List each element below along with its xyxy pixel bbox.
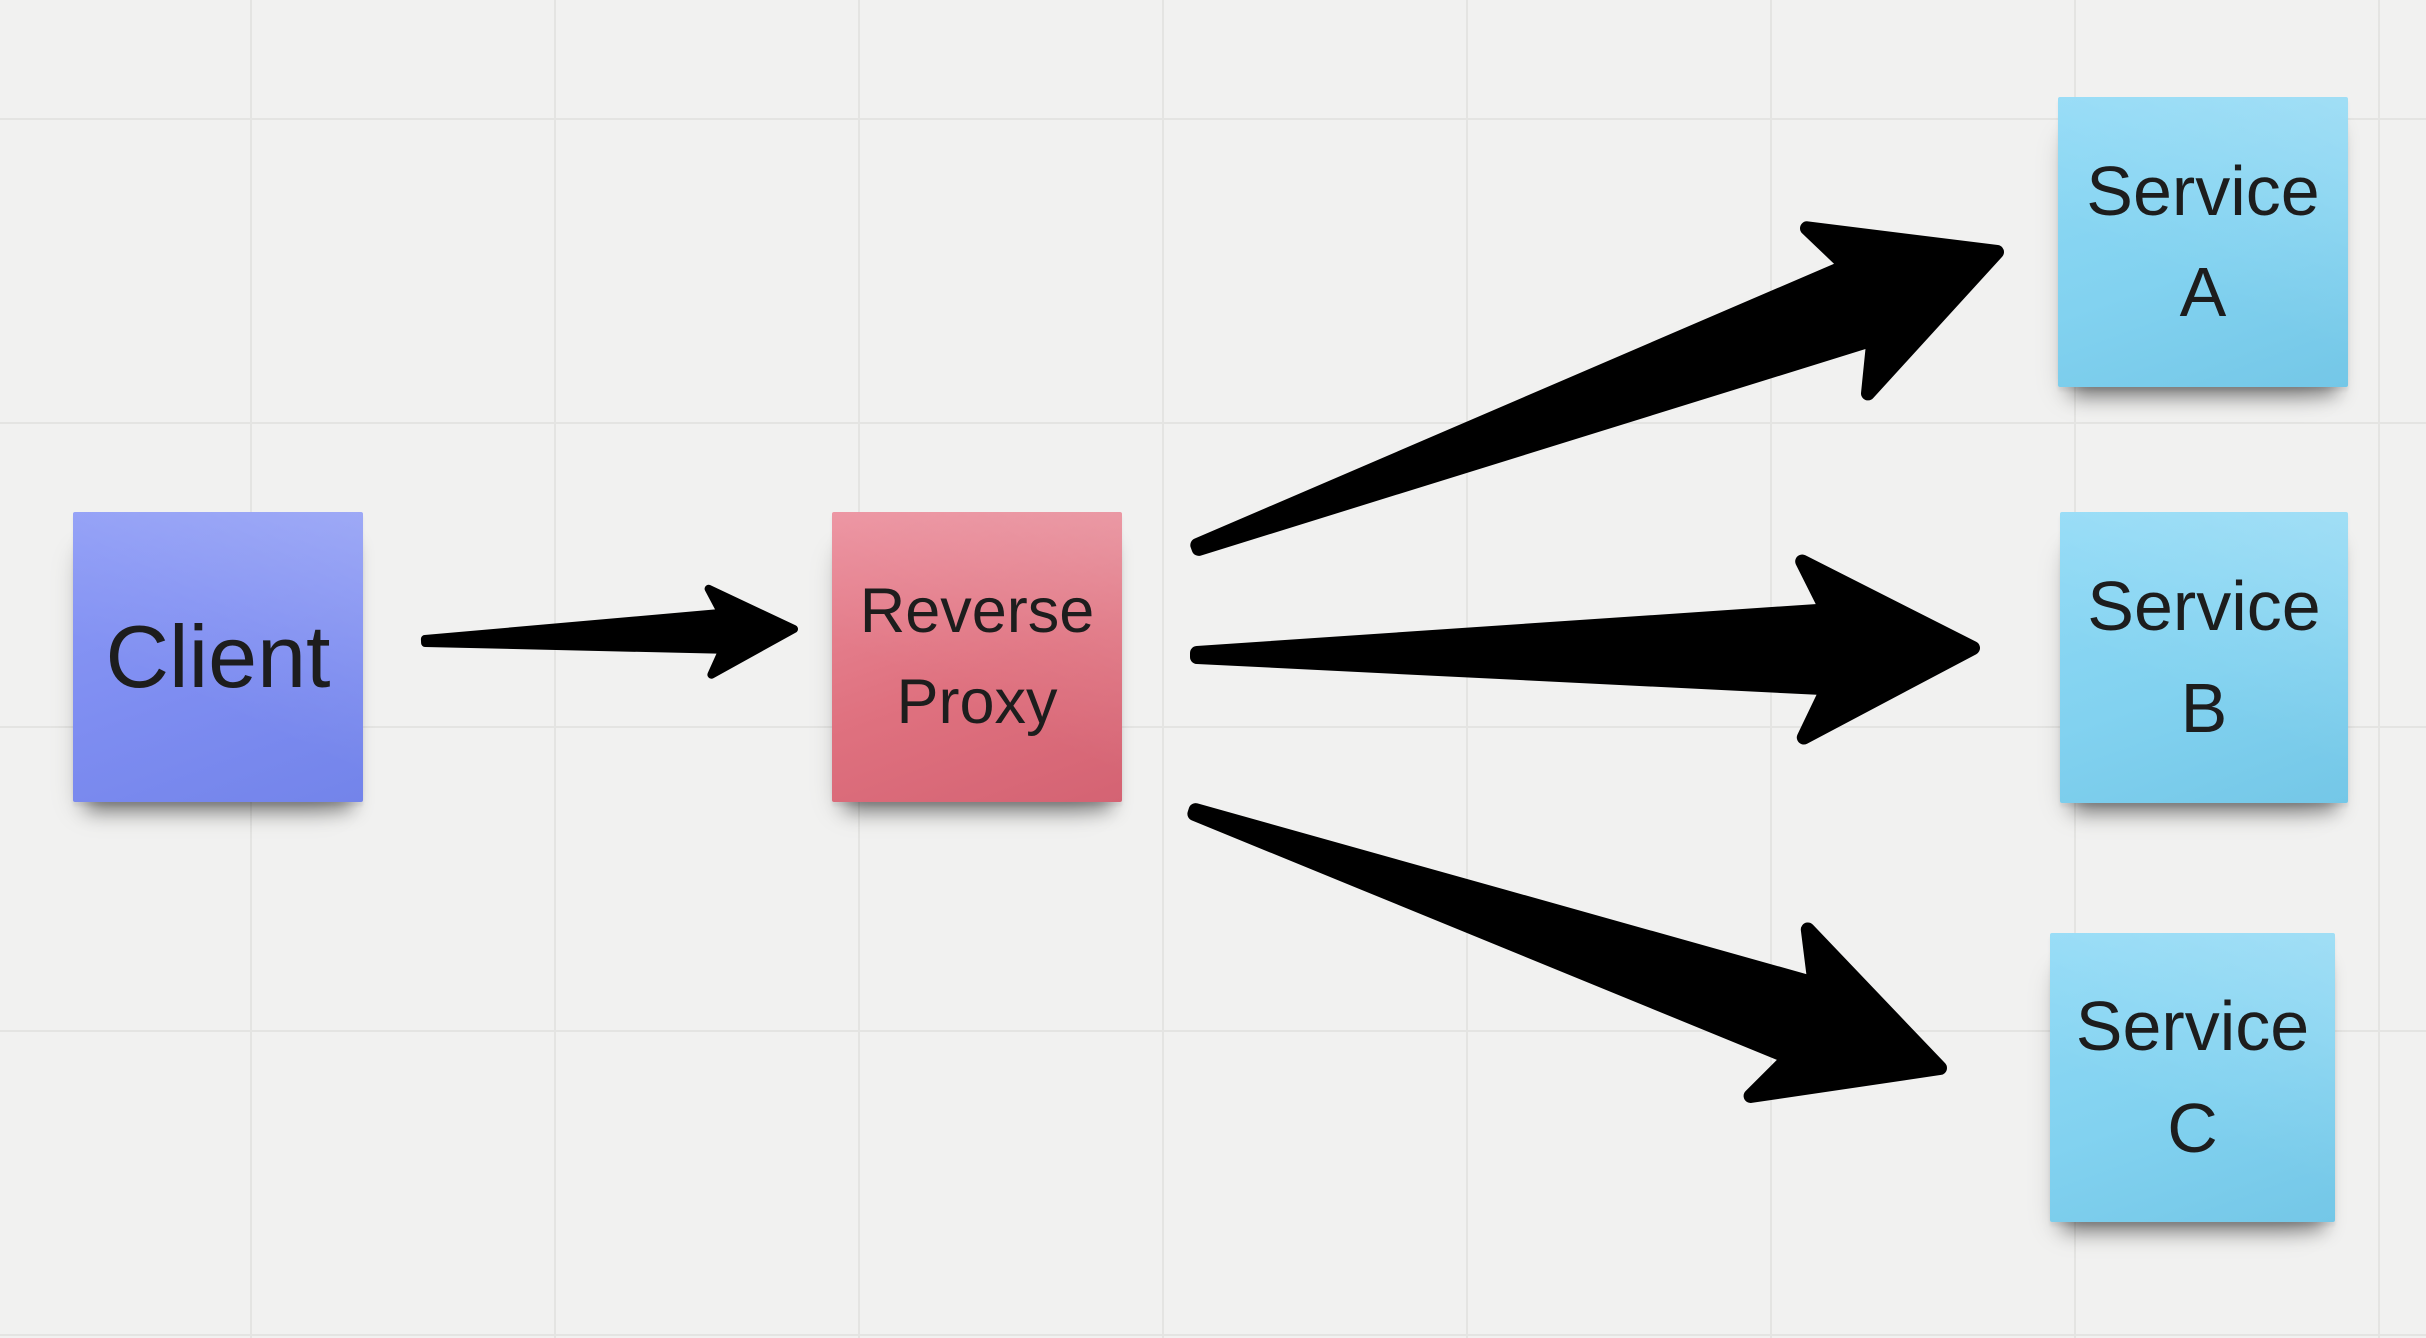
- sticky-note-client[interactable]: Client: [73, 512, 363, 802]
- note-label: Reverse Proxy: [832, 512, 1122, 802]
- sticky-note-service-b[interactable]: Service B: [2060, 512, 2348, 803]
- note-label-line: Service: [2087, 567, 2321, 645]
- arrow-segment: [1795, 554, 1980, 745]
- note-label-line: Service: [2075, 987, 2310, 1065]
- sticky-note-reverse-proxy[interactable]: Reverse Proxy: [832, 512, 1122, 802]
- note-label-line: Client: [105, 607, 331, 707]
- arrow-segment: [1187, 803, 1822, 1065]
- arrow-segment: [1743, 922, 1947, 1103]
- sticky-note-service-a[interactable]: Service A: [2058, 97, 2348, 387]
- sticky-note-service-c[interactable]: Service C: [2050, 933, 2335, 1222]
- note-label: Service A: [2058, 97, 2348, 387]
- arrow-reverse-proxy-to-service-c[interactable]: [1187, 803, 1947, 1103]
- arrow-segment: [420, 608, 727, 654]
- arrow-segment: [704, 584, 798, 679]
- arrow-client-to-reverse-proxy[interactable]: [420, 584, 798, 679]
- arrow-segment: [1800, 221, 2004, 401]
- note-label: Service C: [2050, 933, 2335, 1222]
- note-label: Service B: [2060, 512, 2348, 803]
- arrow-reverse-proxy-to-service-a[interactable]: [1190, 221, 2004, 556]
- note-label: Client: [73, 512, 363, 802]
- note-label-line: Service: [2086, 151, 2320, 230]
- arrow-segment: [1190, 259, 1881, 556]
- note-label-line: B: [2180, 668, 2228, 747]
- note-label-line: C: [2167, 1088, 2218, 1167]
- arrow-reverse-proxy-to-service-b[interactable]: [1190, 554, 1980, 745]
- note-label-line: Reverse: [859, 575, 1095, 646]
- note-label-line: Proxy: [896, 667, 1058, 737]
- note-label-line: A: [2179, 253, 2227, 331]
- arrow-segment: [1190, 603, 1835, 696]
